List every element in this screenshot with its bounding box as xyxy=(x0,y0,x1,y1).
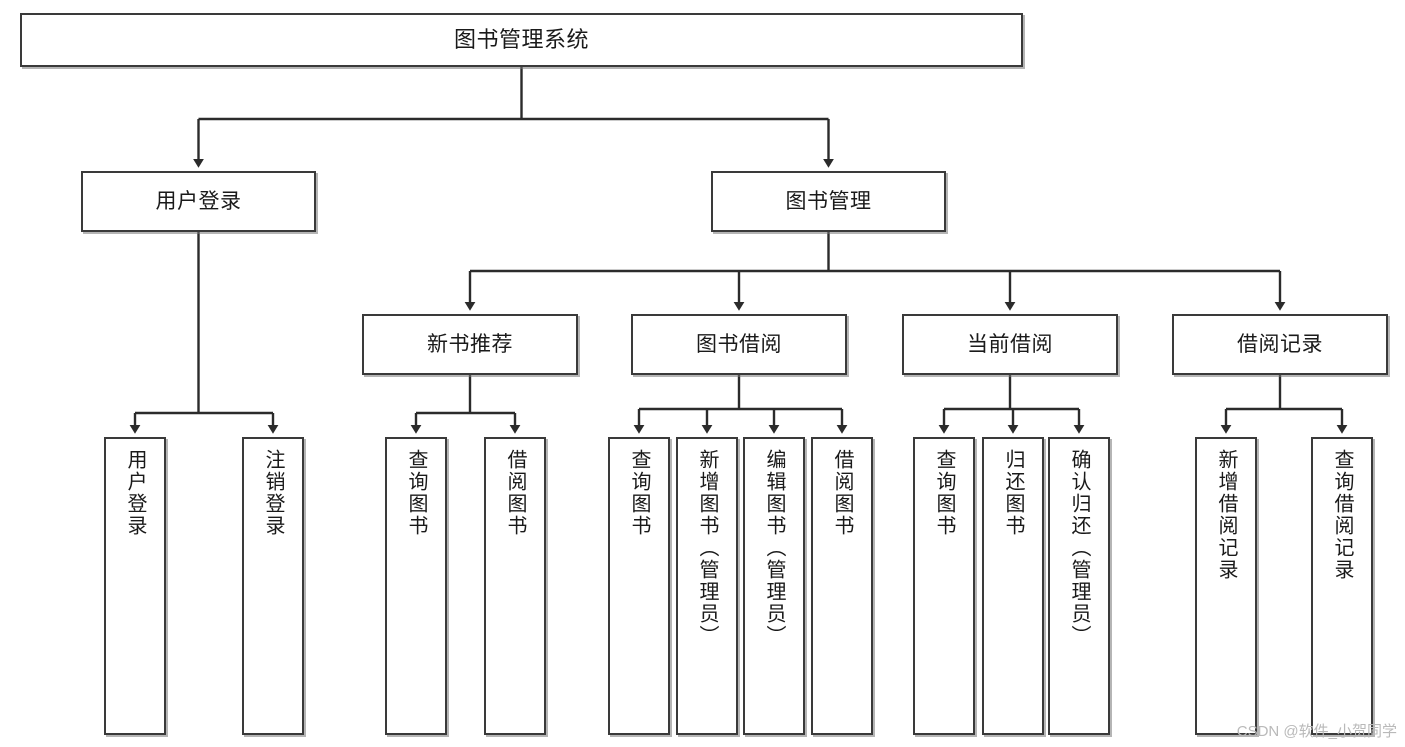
node-label: 图书管理系统 xyxy=(453,26,589,52)
node-label: 确认归还（管理员） xyxy=(1068,449,1090,647)
node-l-login-2[interactable]: 注销登录 xyxy=(242,437,304,735)
node-label: 查询图书 xyxy=(933,449,955,537)
node-label: 用户登录 xyxy=(155,189,242,213)
node-l-bor-1[interactable]: 查询图书 xyxy=(608,437,670,735)
node-label: 新增借阅记录 xyxy=(1215,449,1237,581)
node-label: 查询借阅记录 xyxy=(1331,449,1353,581)
node-l-bor-4[interactable]: 借阅图书 xyxy=(811,437,873,735)
node-l-new-2[interactable]: 借阅图书 xyxy=(484,437,546,735)
node-bookmgmt[interactable]: 图书管理 xyxy=(711,171,946,232)
node-l-bor-2[interactable]: 新增图书（管理员） xyxy=(676,437,738,735)
node-label: 当前借阅 xyxy=(967,332,1053,356)
node-l-rec-2[interactable]: 查询借阅记录 xyxy=(1311,437,1373,735)
node-label: 借阅图书 xyxy=(504,449,526,537)
node-label: 借阅图书 xyxy=(831,449,853,537)
node-label: 借阅记录 xyxy=(1237,332,1323,356)
node-label: 新增图书（管理员） xyxy=(696,449,718,647)
node-records[interactable]: 借阅记录 xyxy=(1172,314,1388,375)
node-l-cur-2[interactable]: 归还图书 xyxy=(982,437,1044,735)
csdn-watermark: CSDN @软件_小贺同学 xyxy=(1236,723,1397,740)
node-l-cur-3[interactable]: 确认归还（管理员） xyxy=(1048,437,1110,735)
node-l-new-1[interactable]: 查询图书 xyxy=(385,437,447,735)
node-label: 新书推荐 xyxy=(427,332,513,356)
node-label: 编辑图书（管理员） xyxy=(763,449,785,647)
node-borrow[interactable]: 图书借阅 xyxy=(631,314,847,375)
node-l-rec-1[interactable]: 新增借阅记录 xyxy=(1195,437,1257,735)
node-login[interactable]: 用户登录 xyxy=(81,171,316,232)
node-label: 用户登录 xyxy=(124,449,146,537)
node-label: 查询图书 xyxy=(405,449,427,537)
node-l-bor-3[interactable]: 编辑图书（管理员） xyxy=(743,437,805,735)
node-l-login-1[interactable]: 用户登录 xyxy=(104,437,166,735)
node-root[interactable]: 图书管理系统 xyxy=(20,13,1023,67)
node-current[interactable]: 当前借阅 xyxy=(902,314,1118,375)
node-label: 图书管理 xyxy=(785,189,872,213)
node-label: 查询图书 xyxy=(628,449,650,537)
node-newbooks[interactable]: 新书推荐 xyxy=(362,314,578,375)
node-label: 图书借阅 xyxy=(696,332,782,356)
node-label: 归还图书 xyxy=(1002,449,1024,537)
node-label: 注销登录 xyxy=(262,449,284,537)
node-l-cur-1[interactable]: 查询图书 xyxy=(913,437,975,735)
